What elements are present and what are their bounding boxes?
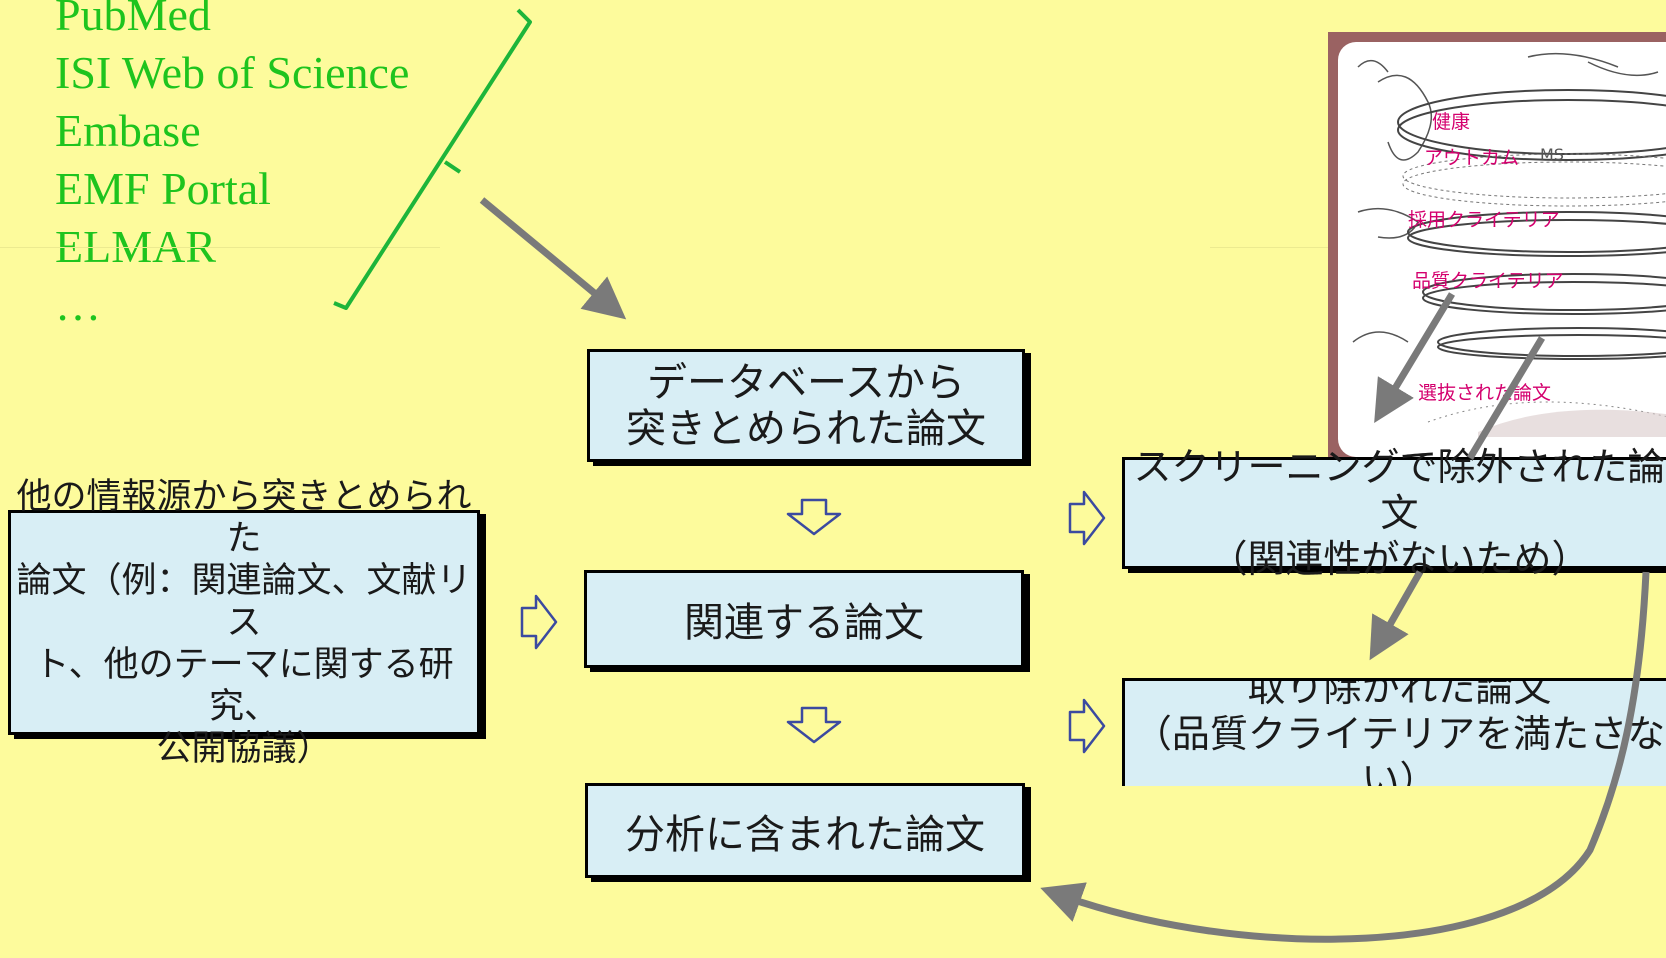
sieve-label-inclusion: 採用クライテリア — [1408, 209, 1560, 231]
box-databases-found: データベースから 突きとめられた論文 — [587, 349, 1025, 462]
box-relevant-text: 関連する論文 — [684, 600, 924, 646]
database-item: EMF Portal — [55, 163, 271, 214]
box-included: 分析に含まれた論文 — [585, 783, 1025, 878]
box-other-sources: 他の情報源から突きとめられた 論文（例：関連論文、文献リス ト、他のテーマに関す… — [8, 477, 480, 769]
sieve-label-ms: MS — [1540, 145, 1564, 164]
box-removed-text: 取り除かれた論文 （品質クライテリアを満たさない） — [1133, 678, 1666, 786]
sieve-drawing — [1352, 52, 1666, 437]
sieve-label-quality: 品質クライテリア — [1412, 270, 1564, 292]
right-arrow-icon — [520, 594, 558, 650]
down-arrow-icon — [786, 706, 842, 744]
database-item: PubMed — [55, 0, 211, 40]
box-other-sources-text: 他の情報源から突きとめられた 論文（例：関連論文、文献リス ト、他のテーマに関す… — [16, 476, 472, 769]
box-relevant: 関連する論文 — [584, 570, 1024, 668]
box-removed: 取り除かれた論文 （品質クライテリアを満たさない） — [1122, 678, 1666, 786]
database-item: … — [55, 279, 101, 330]
database-list: PubMed ISI Web of Science Embase EMF Por… — [55, 0, 409, 334]
right-arrow-icon — [1068, 698, 1106, 754]
database-item: ELMAR — [55, 221, 216, 272]
sieve-label-health: 健康 — [1432, 111, 1471, 133]
divider-line — [0, 247, 440, 248]
box-screening-excluded: スクリーニングで除外された論文 （関連性がないため） — [1122, 445, 1666, 581]
sieve-illustration: 健康 アウトカム MS 採用クライテリア 品質クライテリア 選抜された論文 — [1328, 32, 1666, 457]
box-included-text: 分析に含まれた論文 — [625, 811, 985, 858]
right-arrow-icon — [1068, 490, 1106, 546]
box-databases-found-text: データベースから 突きとめられた論文 — [626, 359, 986, 452]
sieve-label-outcome: アウトカム — [1424, 147, 1520, 169]
box-screening-excluded-text: スクリーニングで除外された論文 （関連性がないため） — [1133, 445, 1666, 581]
database-item: ISI Web of Science — [55, 47, 410, 98]
divider-line — [1210, 247, 1330, 248]
arrow-to-removed — [1369, 570, 1424, 661]
sieve-illustration-inner: 健康 アウトカム MS 採用クライテリア 品質クライテリア 選抜された論文 — [1338, 42, 1666, 457]
sieve-label-selected: 選抜された論文 — [1418, 382, 1552, 404]
down-arrow-icon — [786, 498, 842, 536]
arrow-to-databases — [479, 197, 627, 320]
database-item: Embase — [55, 105, 201, 156]
